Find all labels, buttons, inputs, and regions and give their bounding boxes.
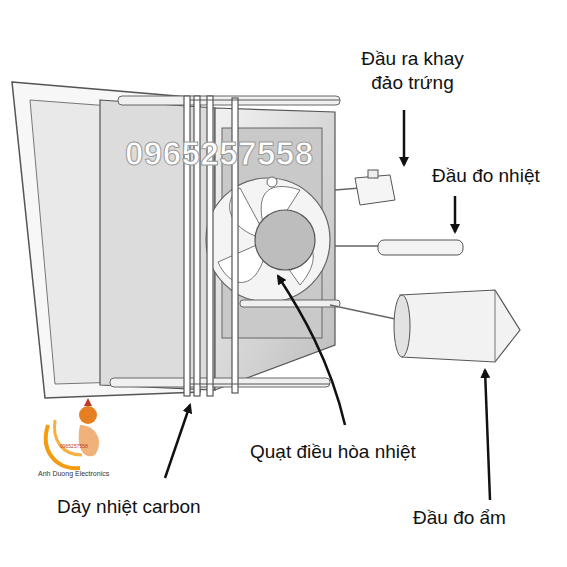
part-label: Dây nhiệt carbon <box>57 495 201 519</box>
watermark: 0965257558 <box>125 133 314 174</box>
part-label: Quạt điều hòa nhiệt <box>250 440 416 464</box>
part-label: Đầu ra khay đảo trứng <box>345 47 480 95</box>
part-label: Đầu đo ẩm <box>413 506 506 530</box>
logo-number: 0965257558 <box>60 443 88 449</box>
logo <box>46 398 99 468</box>
part-label: Đầu đo nhiệt <box>432 164 540 188</box>
logo-text: Anh Duong Electronics <box>38 470 109 479</box>
